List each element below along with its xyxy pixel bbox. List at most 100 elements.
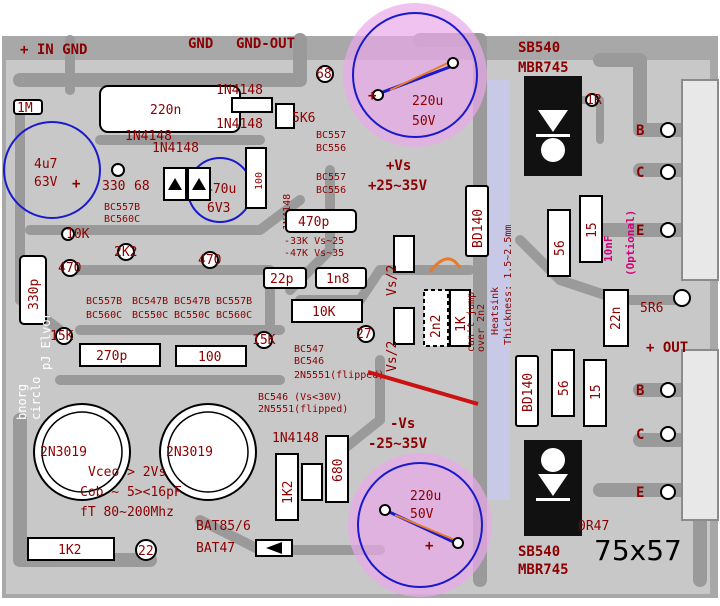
svg-text:10K: 10K bbox=[66, 227, 90, 242]
svg-text:BC556: BC556 bbox=[316, 143, 346, 154]
res-15-b: 15 bbox=[583, 359, 607, 427]
res-68-a: 68 bbox=[134, 179, 150, 194]
cap-22p: 22p bbox=[263, 267, 307, 289]
heatsink-band bbox=[488, 80, 510, 500]
cap-330p: 330p bbox=[19, 255, 47, 325]
res-56-a: 56 bbox=[547, 209, 571, 277]
cap-1n8: 1n8 bbox=[315, 267, 367, 289]
svg-text:1K: 1K bbox=[454, 316, 469, 332]
diode-1n4148-b-label: 1N4148 bbox=[216, 117, 263, 132]
svg-text:BC547: BC547 bbox=[294, 344, 324, 355]
svg-text:2N3019: 2N3019 bbox=[40, 445, 87, 460]
red-jumper bbox=[367, 370, 479, 406]
transistor-row: BC557B BC560C BC547B BC550C BC547B BC550… bbox=[86, 296, 252, 321]
res-680: 680 bbox=[325, 435, 349, 503]
cap-2n2: 2n2 bbox=[423, 289, 449, 347]
svg-text:10K: 10K bbox=[312, 305, 336, 320]
svg-text:1K2: 1K2 bbox=[281, 481, 296, 504]
neg-rail-label: -Vs -25~35V bbox=[368, 416, 428, 452]
cap-220u-bottom: + 220u 50V bbox=[348, 453, 492, 597]
svg-text:2N3019: 2N3019 bbox=[166, 445, 213, 460]
svg-text:1n8: 1n8 bbox=[326, 272, 349, 287]
svg-text:SB540: SB540 bbox=[518, 544, 560, 560]
svg-text:BC547B: BC547B bbox=[132, 296, 168, 307]
svg-text:2N5551(flipped): 2N5551(flipped) bbox=[294, 370, 384, 381]
res-0r47: 0R47 bbox=[578, 519, 609, 534]
svg-text:100: 100 bbox=[198, 350, 221, 365]
svg-text:Vs/2: Vs/2 bbox=[385, 341, 400, 372]
cap-220u-bottom-voltage: 50V bbox=[410, 507, 434, 522]
svg-text:BC557B: BC557B bbox=[86, 296, 122, 307]
res-15-a: 15 bbox=[579, 195, 603, 263]
res-27: 27 bbox=[356, 325, 375, 343]
svg-text:5K6: 5K6 bbox=[292, 111, 315, 126]
note-33k: -33K Vs~25 bbox=[284, 236, 344, 247]
transistor-2n3019-b: 2N3019 bbox=[159, 403, 257, 501]
pos-rail-label: +Vs +25~35V bbox=[368, 158, 428, 194]
transistor-bc546-note: BC546 (Vs<30V) 2N5551(flipped) bbox=[258, 392, 348, 415]
svg-text:63V: 63V bbox=[34, 175, 58, 190]
svg-text:BC560C: BC560C bbox=[104, 214, 140, 225]
svg-text:bnorg: bnorg bbox=[15, 384, 29, 420]
output-connector-bottom bbox=[681, 349, 719, 521]
svg-text:22: 22 bbox=[138, 544, 154, 559]
svg-text:68: 68 bbox=[316, 67, 332, 82]
diode-1n4148-c-label: 1N4148 bbox=[125, 129, 172, 144]
res-22: 22 bbox=[135, 539, 157, 561]
diode-vs2-a: Vs/2 bbox=[385, 235, 415, 296]
sb540-bottom: SB540 MBR745 bbox=[518, 440, 582, 578]
svg-text:1M: 1M bbox=[17, 101, 33, 116]
res-1m: 1M bbox=[13, 99, 43, 116]
res-56-b: 56 bbox=[551, 349, 575, 417]
svg-text:E: E bbox=[636, 223, 644, 239]
svg-text:15K: 15K bbox=[252, 333, 276, 348]
cantjump-note-a: can't jump bbox=[466, 292, 477, 352]
res-1k2-vertical: 1K2 bbox=[275, 453, 299, 521]
svg-text:pJ Elvor: pJ Elvor bbox=[39, 312, 53, 370]
svg-text:BC547B: BC547B bbox=[174, 296, 210, 307]
svg-text:circlo: circlo bbox=[29, 377, 43, 420]
transistor-bc557b-left: BC557B BC560C bbox=[104, 202, 140, 225]
transistor-bc557-b: BC557 BC556 bbox=[316, 172, 346, 196]
cap-220u-top-value: 220u bbox=[412, 94, 443, 109]
svg-text:BC560C: BC560C bbox=[216, 310, 252, 321]
transistor-bd140-bottom: BD140 bbox=[515, 355, 539, 427]
svg-text:68: 68 bbox=[134, 179, 150, 194]
svg-text:330p: 330p bbox=[27, 279, 42, 310]
svg-text:15K: 15K bbox=[50, 329, 74, 344]
cap-220u-top-voltage: 50V bbox=[412, 114, 436, 129]
svg-text:BC550C: BC550C bbox=[174, 310, 210, 321]
cap-220u-top: + 220u 50V bbox=[343, 3, 487, 147]
board-size-label: 75x57 bbox=[594, 534, 682, 567]
sb540-top: SB540 MBR745 bbox=[518, 40, 582, 176]
svg-text:270p: 270p bbox=[96, 349, 127, 364]
cap-220u-bottom-value: 220u bbox=[410, 489, 441, 504]
jumper-arrow bbox=[428, 257, 462, 273]
svg-text:BAT47: BAT47 bbox=[196, 541, 235, 556]
svg-text:1N4148: 1N4148 bbox=[272, 431, 319, 446]
transistor-bc547-mid: BC547 BC546 2N5551(flipped) bbox=[294, 344, 384, 381]
svg-text:fT 80~200Mhz: fT 80~200Mhz bbox=[80, 505, 174, 520]
svg-text:56: 56 bbox=[557, 380, 572, 396]
transistor-2n3019-a: 2N3019 bbox=[33, 403, 131, 501]
svg-text:BC560C: BC560C bbox=[86, 310, 122, 321]
svg-text:22p: 22p bbox=[270, 272, 294, 287]
svg-text:BC557: BC557 bbox=[316, 130, 346, 141]
svg-text:6V3: 6V3 bbox=[207, 201, 230, 216]
bat85: BAT85/6 BAT47 bbox=[196, 519, 293, 557]
res-2k2: 2K2 bbox=[114, 243, 137, 261]
svg-text:100: 100 bbox=[254, 172, 265, 190]
res-15k-b: 15K bbox=[252, 331, 276, 349]
copper-traces bbox=[13, 33, 707, 587]
svg-text:-25~35V: -25~35V bbox=[368, 436, 428, 452]
svg-text:15: 15 bbox=[589, 384, 604, 400]
res-100-horizontal: 100 bbox=[175, 345, 247, 367]
heatsink-label: Heatsink bbox=[490, 287, 501, 335]
svg-text:+: + bbox=[368, 88, 376, 104]
diode-pair-left bbox=[163, 167, 211, 201]
svg-text:(Optional): (Optional) bbox=[624, 210, 637, 276]
svg-text:0R47: 0R47 bbox=[578, 519, 609, 534]
diode-1n4148-bottom: 1N4148 bbox=[272, 431, 319, 446]
svg-text:680: 680 bbox=[331, 459, 346, 482]
svg-text:C: C bbox=[636, 165, 644, 181]
